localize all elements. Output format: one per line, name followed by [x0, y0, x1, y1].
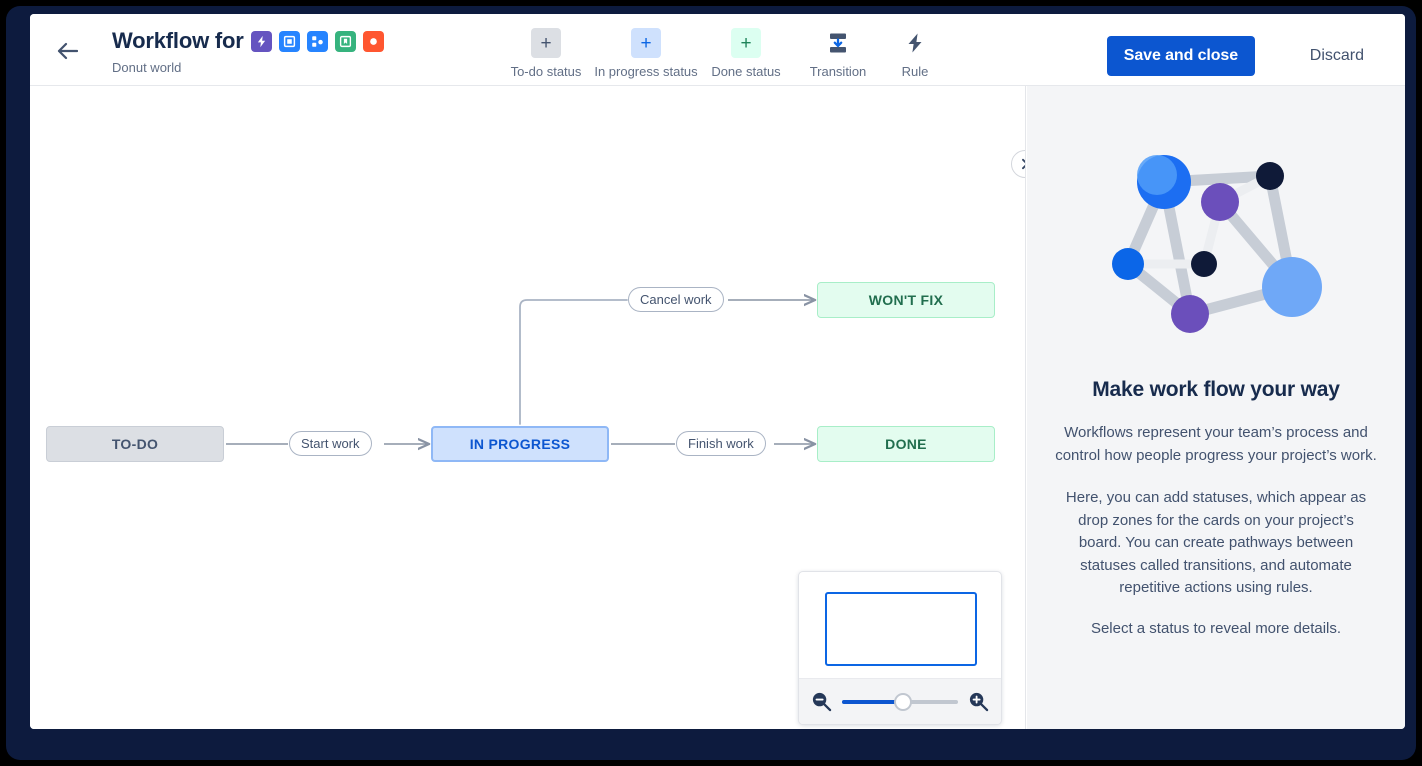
workflow-nodes-glyph [311, 35, 323, 47]
add-transition-button[interactable]: Transition [792, 24, 884, 79]
toolbar-label: In progress status [594, 64, 698, 79]
add-rule-button[interactable]: Rule [884, 24, 946, 79]
title-row: Workflow for [112, 26, 384, 56]
circle-icon[interactable] [362, 30, 384, 52]
zoom-slider-fill [842, 699, 904, 704]
title-block: Workflow for [112, 26, 384, 76]
toolbar-label: Transition [809, 64, 867, 79]
arrow-left-icon [57, 42, 78, 60]
panel-paragraph-3: Select a status to reveal more details. [1090, 619, 1342, 637]
zoom-in-button[interactable] [968, 691, 989, 712]
status-node-done[interactable]: DONE [817, 426, 995, 462]
status-node-label: WON'T FIX [868, 292, 944, 308]
lightning-bolt-glyph [257, 35, 265, 47]
window-frame: Workflow for [6, 6, 1416, 760]
app-header: Workflow for [30, 14, 1405, 86]
zoom-slider[interactable] [842, 692, 958, 711]
workflow-nodes-icon[interactable] [306, 30, 328, 52]
lightning-bolt-glyph [908, 33, 922, 53]
zoom-controls [799, 678, 1001, 724]
toolbar-label: To-do status [510, 64, 582, 79]
status-node-label: DONE [885, 436, 927, 452]
transition-label-cancel-work[interactable]: Cancel work [628, 287, 724, 312]
square-outline-glyph [283, 35, 295, 47]
minimap-panel[interactable] [798, 571, 1002, 725]
page-subtitle: Donut world [112, 60, 182, 75]
magnifier-plus-icon [969, 692, 989, 712]
bookmark-glyph [339, 35, 351, 47]
info-side-panel: Make work flow your way Workflows repres… [1027, 86, 1405, 729]
plus-icon: + [531, 28, 561, 58]
toolbar-label: Done status [711, 64, 781, 79]
back-button[interactable] [50, 34, 84, 68]
workflow-canvas[interactable]: TO-DO IN PROGRESS DONE WON'T FIX Start w… [30, 86, 1026, 729]
minimap-viewport-rect[interactable] [825, 592, 977, 666]
chevron-right-icon [1022, 158, 1025, 170]
panel-paragraph-2: Here, you can add statuses, which appear… [1065, 489, 1367, 596]
transition-glyph [830, 33, 846, 53]
zoom-out-button[interactable] [811, 691, 832, 712]
discard-button[interactable]: Discard [1300, 36, 1374, 76]
status-node-in-progress[interactable]: IN PROGRESS [431, 426, 609, 462]
add-done-status-button[interactable]: + Done status [700, 24, 792, 79]
panel-paragraph-1: Workflows represent your team’s process … [1055, 424, 1377, 464]
lightning-bolt-icon [900, 28, 930, 58]
magnifier-minus-icon [812, 692, 832, 712]
transition-label-finish-work[interactable]: Finish work [676, 431, 766, 456]
page-title: Workflow for [112, 28, 244, 53]
status-node-label: TO-DO [111, 436, 159, 452]
lightning-bolt-icon[interactable] [250, 30, 272, 52]
workflow-editor-window: Workflow for [30, 14, 1405, 729]
bookmark-icon[interactable] [334, 30, 356, 52]
toolbar: + To-do status + In progress status + Do… [500, 24, 946, 79]
transition-icon [823, 28, 853, 58]
circle-glyph [369, 37, 377, 45]
workflow-connectors [226, 86, 1026, 729]
transition-label-start-work[interactable]: Start work [289, 431, 372, 456]
add-todo-status-button[interactable]: + To-do status [500, 24, 592, 79]
plus-icon: + [631, 28, 661, 58]
save-and-close-button[interactable]: Save and close [1106, 36, 1255, 76]
square-outline-icon[interactable] [278, 30, 300, 52]
zoom-slider-thumb[interactable] [894, 692, 913, 711]
status-node-todo[interactable]: TO-DO [46, 426, 224, 462]
network-nodes-illustration [1112, 155, 1322, 333]
status-node-label: IN PROGRESS [469, 436, 571, 452]
toolbar-label: Rule [901, 64, 929, 79]
plus-icon: + [731, 28, 761, 58]
panel-heading: Make work flow your way [1092, 378, 1340, 401]
status-node-wont-fix[interactable]: WON'T FIX [817, 282, 995, 318]
add-in-progress-status-button[interactable]: + In progress status [592, 24, 700, 79]
